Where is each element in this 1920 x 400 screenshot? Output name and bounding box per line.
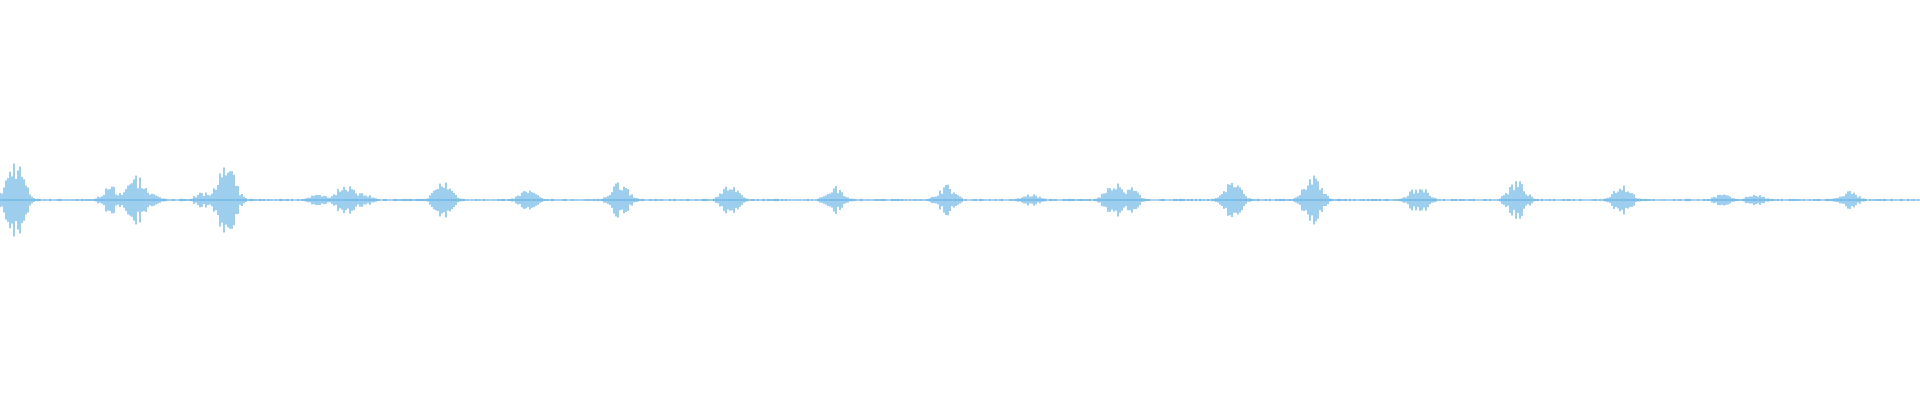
waveform-bars	[0, 163, 1919, 237]
